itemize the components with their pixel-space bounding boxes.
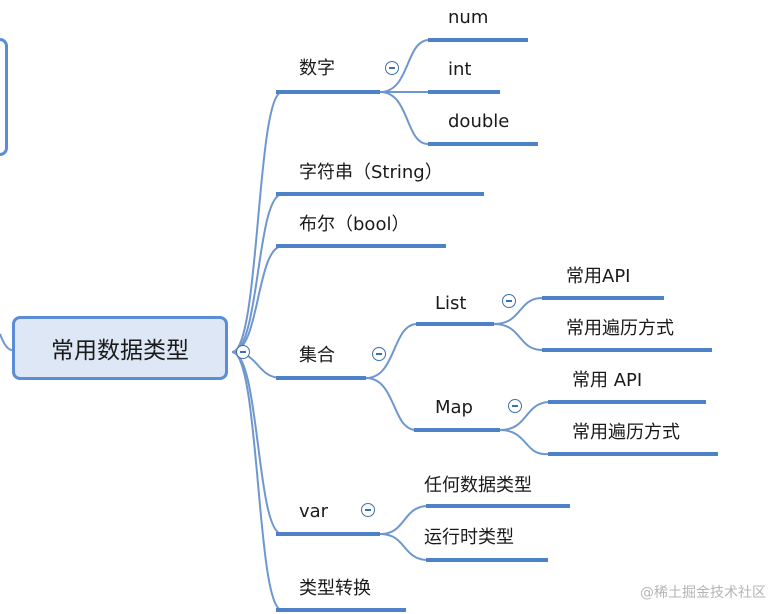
watermark: @稀土掘金技术社区 [640, 585, 766, 601]
collapse-map-icon[interactable] [508, 399, 522, 413]
collapse-number-icon[interactable] [385, 61, 399, 75]
leaf-int-label[interactable]: int [448, 59, 472, 80]
branch-convert-label[interactable]: 类型转换 [299, 578, 371, 599]
leaf-num-underline [428, 38, 528, 42]
leaf-int-underline [428, 90, 500, 94]
branch-string-label[interactable]: 字符串（String） [299, 162, 443, 183]
leaf-double-underline [428, 142, 538, 146]
branch-var-underline [276, 532, 380, 536]
collapse-collection-icon[interactable] [372, 347, 386, 361]
leaf-var-any-label[interactable]: 任何数据类型 [424, 475, 532, 496]
leaf-map-iterate-label[interactable]: 常用遍历方式 [572, 422, 680, 443]
branch-collection-underline [276, 376, 366, 380]
leaf-list-iterate-label[interactable]: 常用遍历方式 [566, 318, 674, 339]
leaf-var-runtime-underline [426, 558, 548, 562]
left-collapsed-node[interactable] [0, 38, 8, 156]
collapse-list-icon[interactable] [502, 294, 516, 308]
root-label: 常用数据类型 [51, 338, 189, 364]
node-map-underline [414, 428, 500, 432]
leaf-map-api-underline [548, 400, 706, 404]
leaf-list-api-label[interactable]: 常用API [566, 266, 631, 287]
leaf-var-any-underline [426, 504, 570, 508]
branch-var-label[interactable]: var [299, 501, 329, 522]
leaf-map-api-label[interactable]: 常用 API [572, 370, 643, 391]
branch-string-underline [276, 192, 484, 196]
collapse-root-icon[interactable] [236, 345, 250, 359]
leaf-map-iterate-underline [548, 452, 718, 456]
branch-number-underline [276, 90, 380, 94]
leaf-list-api-underline [542, 296, 664, 300]
leaf-list-iterate-underline [542, 348, 712, 352]
leaf-double-label[interactable]: double [448, 111, 510, 132]
node-list-label[interactable]: List [435, 293, 467, 314]
node-map-label[interactable]: Map [435, 397, 473, 418]
branch-bool-label[interactable]: 布尔（bool） [299, 214, 410, 235]
branch-bool-underline [276, 244, 446, 248]
root-node[interactable]: 常用数据类型 [12, 316, 228, 380]
branch-number-label[interactable]: 数字 [299, 58, 335, 79]
branch-collection-label[interactable]: 集合 [299, 345, 335, 366]
collapse-var-icon[interactable] [361, 503, 375, 517]
branch-convert-underline [276, 608, 406, 612]
node-list-underline [416, 322, 494, 326]
leaf-num-label[interactable]: num [448, 7, 489, 28]
leaf-var-runtime-label[interactable]: 运行时类型 [424, 527, 514, 548]
